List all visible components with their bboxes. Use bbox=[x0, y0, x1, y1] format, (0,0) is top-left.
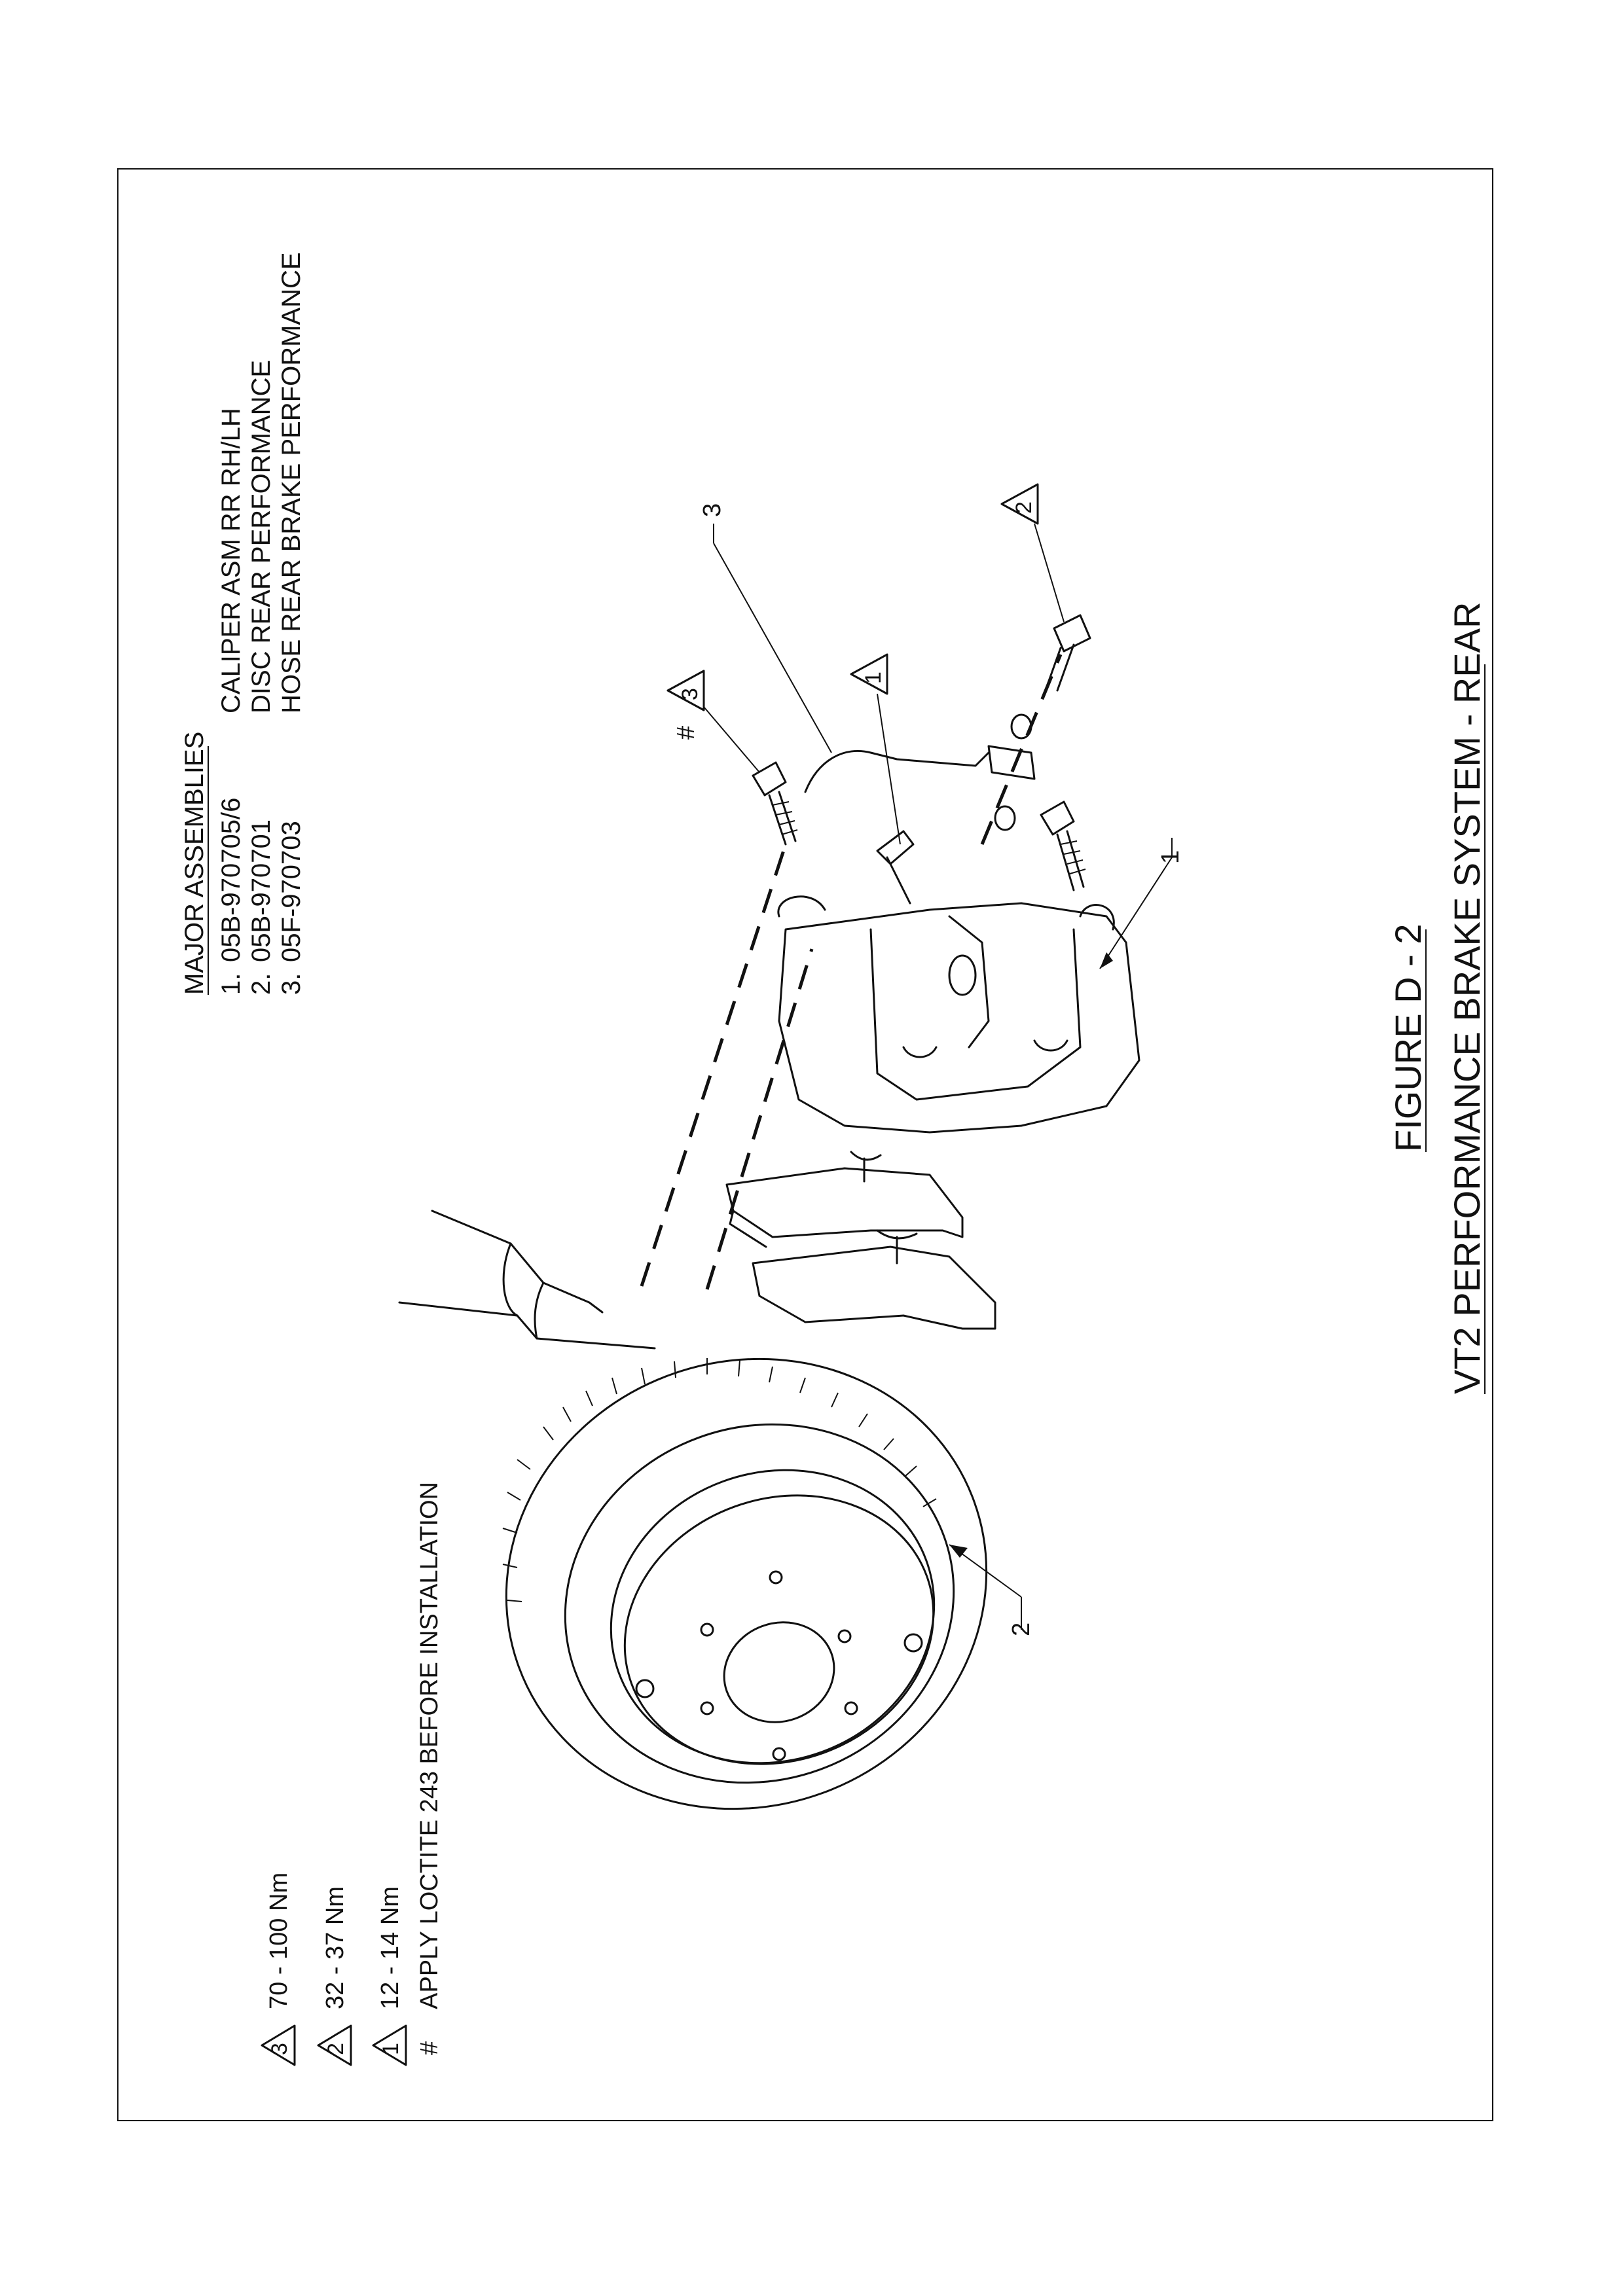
assembly-index: 2. bbox=[247, 973, 276, 995]
callout-hose-bolt: 2 bbox=[1002, 484, 1064, 622]
brake-pad-inner bbox=[727, 1152, 962, 1247]
axle-tube bbox=[399, 1211, 655, 1348]
torque-legend-row: 1 12 - 14 Nm bbox=[373, 1886, 406, 2065]
assembly-description: CALIPER ASM RR RH/LH bbox=[217, 408, 246, 713]
major-assemblies-heading: MAJOR ASSEMBLIES bbox=[180, 732, 209, 995]
torque-symbol: 3 bbox=[267, 2043, 292, 2055]
torque-symbol: 1 bbox=[378, 2043, 403, 2055]
brake-hose bbox=[805, 615, 1090, 830]
callout-caliper-bolt: 3 # bbox=[668, 671, 759, 772]
figure-number: FIGURE D - 2 bbox=[1387, 924, 1429, 1152]
caliper-bolt-lower bbox=[1041, 802, 1085, 890]
drawing-border bbox=[118, 169, 1493, 2121]
assembly-index: 3. bbox=[277, 973, 306, 995]
brake-pad-outer bbox=[753, 1230, 995, 1329]
exploded-view bbox=[399, 615, 1139, 1876]
callout-caliper: 1 bbox=[1100, 838, 1184, 969]
torque-legend-row: 3 70 - 100 Nm bbox=[262, 1873, 295, 2065]
callout-disc-label: 2 bbox=[1008, 1623, 1035, 1636]
callout-disc: 2 bbox=[949, 1545, 1035, 1636]
torque-value: 12 - 14 Nm bbox=[376, 1886, 404, 2009]
major-assemblies-list: MAJOR ASSEMBLIES 1. 05B-970705/6 CALIPER… bbox=[180, 252, 306, 995]
caliper-bolt-torque-symbol: 3 bbox=[678, 688, 702, 700]
title-block: FIGURE D - 2 VT2 PERFORMANCE BRAKE SYSTE… bbox=[1387, 602, 1487, 1394]
torque-value: 32 - 37 Nm bbox=[321, 1886, 349, 2009]
loctite-note: APPLY LOCTITE 243 BEFORE INSTALLATION bbox=[416, 1482, 443, 2009]
bleeder-torque-symbol: 1 bbox=[861, 672, 886, 684]
torque-legend-row: 2 32 - 37 Nm bbox=[318, 1886, 351, 2065]
assembly-part-number: 05F-970703 bbox=[277, 821, 306, 962]
caliper-assembly bbox=[778, 831, 1139, 1132]
callout-hose: 3 bbox=[699, 503, 831, 753]
callout-caliper-label: 1 bbox=[1157, 850, 1184, 864]
brake-disc bbox=[443, 1292, 1050, 1876]
loctite-symbol: # bbox=[416, 2041, 443, 2055]
caliper-bolt-upper bbox=[753, 762, 797, 844]
torque-legend-row: # APPLY LOCTITE 243 BEFORE INSTALLATION bbox=[416, 1482, 443, 2055]
torque-value: 70 - 100 Nm bbox=[265, 1873, 293, 2009]
assembly-index: 1. bbox=[217, 973, 246, 995]
loctite-mark: # bbox=[672, 726, 700, 740]
assembly-part-number: 05B-970701 bbox=[247, 819, 276, 962]
assembly-description: HOSE REAR BRAKE PERFORMANCE bbox=[277, 252, 306, 713]
hose-bolt-torque-symbol: 2 bbox=[1012, 501, 1036, 514]
figure-title: VT2 PERFORMANCE BRAKE SYSTEM - REAR bbox=[1446, 602, 1487, 1394]
assembly-description: DISC REAR PERFORMANCE bbox=[247, 360, 276, 713]
callout-hose-label: 3 bbox=[699, 503, 726, 517]
assembly-part-number: 05B-970705/6 bbox=[217, 798, 246, 962]
torque-symbol: 2 bbox=[323, 2043, 348, 2055]
callout-caliper-bleeder: 1 bbox=[851, 655, 900, 844]
torque-legend: 3 70 - 100 Nm 2 32 - 37 Nm 1 12 - 14 Nm … bbox=[262, 1482, 443, 2065]
